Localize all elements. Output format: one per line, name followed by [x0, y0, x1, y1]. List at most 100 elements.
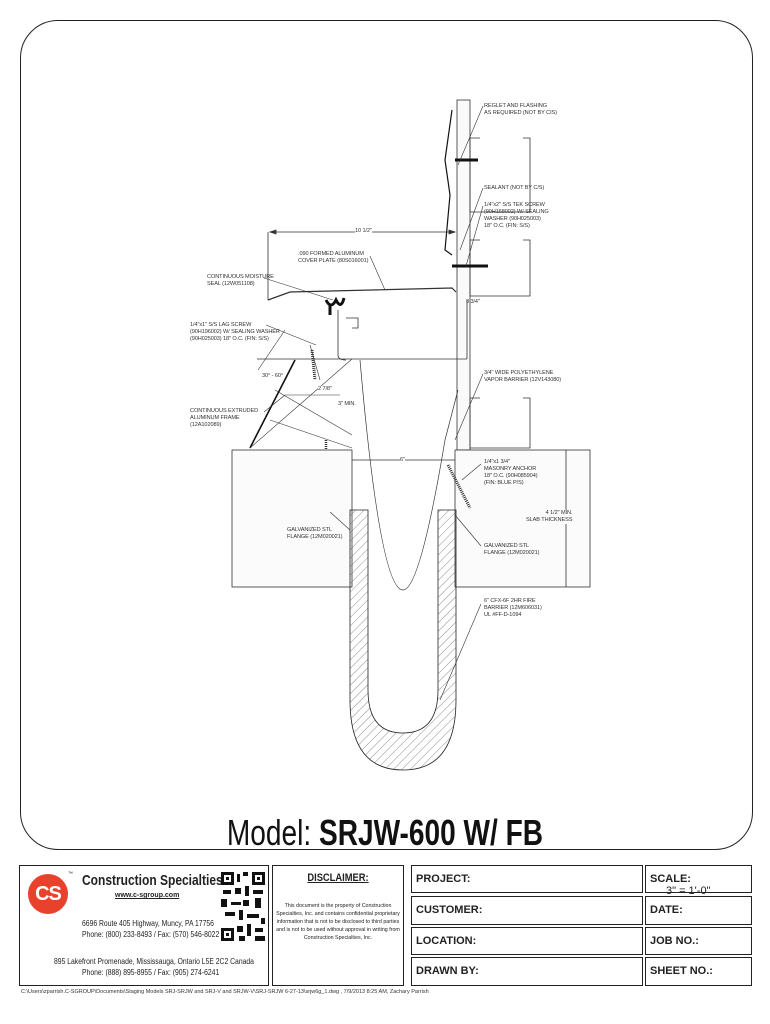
moisture-seal: [324, 296, 346, 315]
canada-address: 895 Lakefront Promenade, Mississauga, On…: [54, 957, 254, 966]
label-line: CONTINUOUS EXTRUDED: [190, 408, 259, 414]
location-label: LOCATION:: [416, 935, 477, 947]
label-line: CONTINUOUS MOISTURE: [207, 274, 274, 280]
date-field[interactable]: DATE:: [645, 896, 752, 925]
label-line: SEALANT (NOT BY C/S): [484, 185, 545, 191]
company-website[interactable]: www.c-sgroup.com: [115, 892, 180, 899]
model-title: Model: SRJW-600 W/ FB: [85, 812, 686, 854]
dim-3-min: 3" MIN.: [338, 401, 356, 408]
date-label: DATE:: [650, 904, 683, 916]
label-line: FLANGE (12M020021): [287, 534, 343, 540]
drawn-by-field[interactable]: DRAWN BY:: [411, 957, 643, 986]
disclaimer-text: This document is the property of Constru…: [276, 903, 400, 941]
label-line: 1/4"x1" S/S LAG SCREW: [190, 322, 252, 328]
customer-field[interactable]: CUSTOMER:: [411, 896, 643, 925]
label-line: 1/4"x2" S/S TEK SCREW: [484, 202, 545, 208]
sheet-border: [20, 20, 753, 850]
customer-label: CUSTOMER:: [416, 904, 483, 916]
label-line: (FIN: BLUE P/S): [484, 480, 524, 486]
company-block: CS ™ Construction Specialties www.c-sgro…: [19, 865, 269, 986]
label-line: 4 1/2" MIN.: [545, 510, 573, 516]
company-name: Construction Specialties: [82, 872, 223, 889]
disclaimer-heading: DISCLAIMER:: [307, 872, 369, 884]
project-label: PROJECT:: [416, 873, 471, 885]
label-line: SEAL (12W051108): [207, 281, 255, 287]
stud-top: [469, 137, 531, 213]
lag-screw: [310, 349, 317, 381]
label-line: FLANGE (12M020021): [484, 550, 540, 556]
reglet-flashing: [444, 109, 453, 256]
label-line: MASONRY ANCHOR: [484, 466, 537, 472]
label-line: AS REQUIRED (NOT BY CIS): [484, 110, 557, 116]
cover-plate: [267, 287, 457, 301]
us-address: 6696 Route 405 Highway, Muncy, PA 17756: [82, 919, 214, 928]
dim-3-3-4: 3 3/4": [466, 299, 480, 305]
label-line: (90H168002) W/ SEALING: [484, 209, 549, 215]
scale-value: 3" = 1'-0": [666, 885, 711, 897]
label-line: (90H025003) 18" O.C. (FIN: S/S): [190, 336, 269, 342]
label-line: SLAB THICKNESS: [526, 517, 573, 523]
label-line: COVER PLATE (80S016001): [298, 258, 369, 264]
slab-left: [231, 449, 353, 588]
trademark: ™: [68, 871, 73, 877]
label-sealant: SEALANT (NOT BY C/S): [484, 185, 544, 192]
disclaimer-block: DISCLAIMER: This document is the propert…: [272, 865, 404, 986]
label-line: WASHER (90H025003): [484, 216, 541, 222]
us-phone: Phone: (800) 233-8493 / Fax: (570) 546-8…: [82, 930, 220, 939]
canada-phone: Phone: (888) 895-8955 / Fax: (905) 274-6…: [82, 968, 220, 977]
dim-2-7-8: 2 7/8": [318, 386, 332, 393]
label-lag-screw: 1/4"x1" S/S LAG SCREW(90H196002) W/ SEAL…: [190, 322, 280, 343]
sheet-no-label: SHEET NO.:: [650, 965, 713, 977]
label-slab-thickness: 4 1/2" MIN.SLAB THICKNESS: [526, 510, 572, 524]
job-no-label: JOB NO.:: [650, 935, 699, 947]
label-tek-screw: 1/4"x2" S/S TEK SCREW(90H168002) W/ SEAL…: [484, 202, 549, 230]
dim-10-1-2: 10 1/2": [355, 228, 372, 235]
vapor-barrier: [359, 359, 459, 591]
dim-6: 6": [400, 457, 405, 464]
label-line: VAPOR BARRIER (12V143080): [484, 377, 561, 383]
stud-middle: [469, 239, 531, 297]
qr-code: [221, 872, 265, 941]
scale-label: SCALE:: [650, 873, 691, 885]
label-line: GALVANIZED STL: [287, 527, 333, 533]
location-field[interactable]: LOCATION:: [411, 927, 643, 955]
logo-text: CS: [35, 883, 62, 905]
label-line: ALUMINUM FRAME: [190, 415, 240, 421]
frame-profile: [337, 310, 359, 361]
angle-label: 30° - 60°: [262, 373, 283, 379]
job-no-field[interactable]: JOB NO.:: [645, 927, 752, 955]
label-line: 1/4"x1 3/4": [484, 459, 510, 465]
cs-logo: CS: [28, 874, 68, 914]
label-line: REGLET AND FLASHING: [484, 103, 547, 109]
label-line: GALVANIZED STL: [484, 543, 530, 549]
sheet-no-field[interactable]: SHEET NO.:: [645, 957, 752, 986]
label-line: 18" O.C. (90H085904): [484, 473, 538, 479]
model-name: SRJW-600 W/ FB: [318, 812, 544, 853]
label-line: 3/4" WIDE POLYETHYLENE: [484, 370, 554, 376]
label-line: (90H196002) W/ SEALING WASHER: [190, 329, 280, 335]
label-line: .090 FORMED ALUMINUM: [298, 251, 364, 257]
file-path: C:\Users\zparrish.C-SGROUP\Documents\Sta…: [21, 989, 429, 995]
fire-barrier: [349, 509, 457, 771]
label-line: (12A102089): [190, 422, 222, 428]
aluminum-frame: [249, 359, 296, 449]
drawn-by-label: DRAWN BY:: [416, 965, 479, 977]
label-line: 6" CFX-6F 2HR FIRE: [484, 598, 536, 604]
label-line: BARRIER (12M606031): [484, 605, 542, 611]
project-field[interactable]: PROJECT:: [411, 865, 643, 893]
scale-field[interactable]: SCALE:3" = 1'-0": [645, 865, 752, 897]
model-prefix: Model:: [226, 812, 319, 853]
masonry-anchor: [446, 464, 472, 509]
stud-bottom: [469, 397, 531, 449]
